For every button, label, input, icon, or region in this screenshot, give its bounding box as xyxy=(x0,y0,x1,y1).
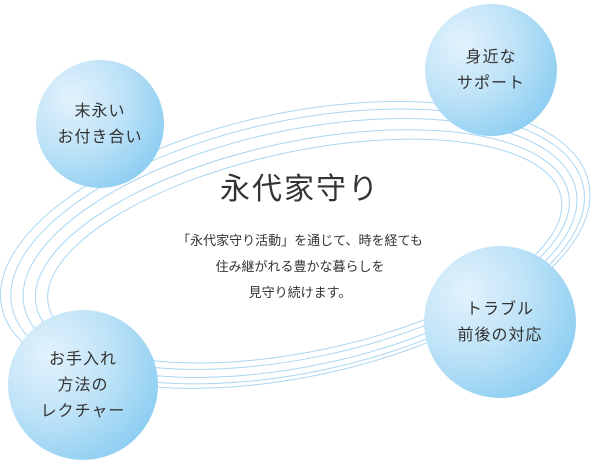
orbit-ring xyxy=(22,118,578,378)
circle-label: 末永い お付き合い xyxy=(57,98,142,150)
diagram-title: 永代家守り xyxy=(220,172,380,207)
circle-label: お手入れ 方法の レクチャー xyxy=(41,346,126,424)
orbit-ring xyxy=(34,129,570,370)
circle-close-support: 身近な サポート xyxy=(425,4,557,136)
circle-long-relationship: 末永い お付き合い xyxy=(36,60,164,188)
circle-label-line: 身近な xyxy=(465,47,517,66)
circle-label-line: サポート xyxy=(456,73,525,92)
description-line: 見守り続けます。 xyxy=(248,286,352,301)
circle-label-line: レクチャー xyxy=(40,401,126,420)
description-line: 「永代家守り活動」を通じて、時を経ても xyxy=(177,234,423,249)
circle-label-line: 前後の対応 xyxy=(457,325,543,344)
circle-label-line: お付き合い xyxy=(57,127,143,146)
circle-care-lecture: お手入れ 方法の レクチャー xyxy=(8,310,158,460)
circle-label-line: 方法の xyxy=(57,375,109,394)
circle-label-line: お手入れ xyxy=(48,349,117,368)
orbit-ring xyxy=(0,101,591,389)
circle-label-line: トラブル xyxy=(465,299,534,318)
orbit-ring xyxy=(10,108,585,385)
description-line: 住み継がれる豊かな暮らしを xyxy=(215,260,385,275)
circle-label: トラブル 前後の対応 xyxy=(457,296,542,348)
circle-trouble-response: トラブル 前後の対応 xyxy=(424,246,576,398)
diagram-description: 「永代家守り活動」を通じて、時を経ても 住み継がれる豊かな暮らしを 見守り続けま… xyxy=(120,229,480,307)
circle-label: 身近な サポート xyxy=(457,44,525,96)
orbit-ring xyxy=(47,138,563,364)
circle-label-line: 末永い xyxy=(74,101,126,120)
